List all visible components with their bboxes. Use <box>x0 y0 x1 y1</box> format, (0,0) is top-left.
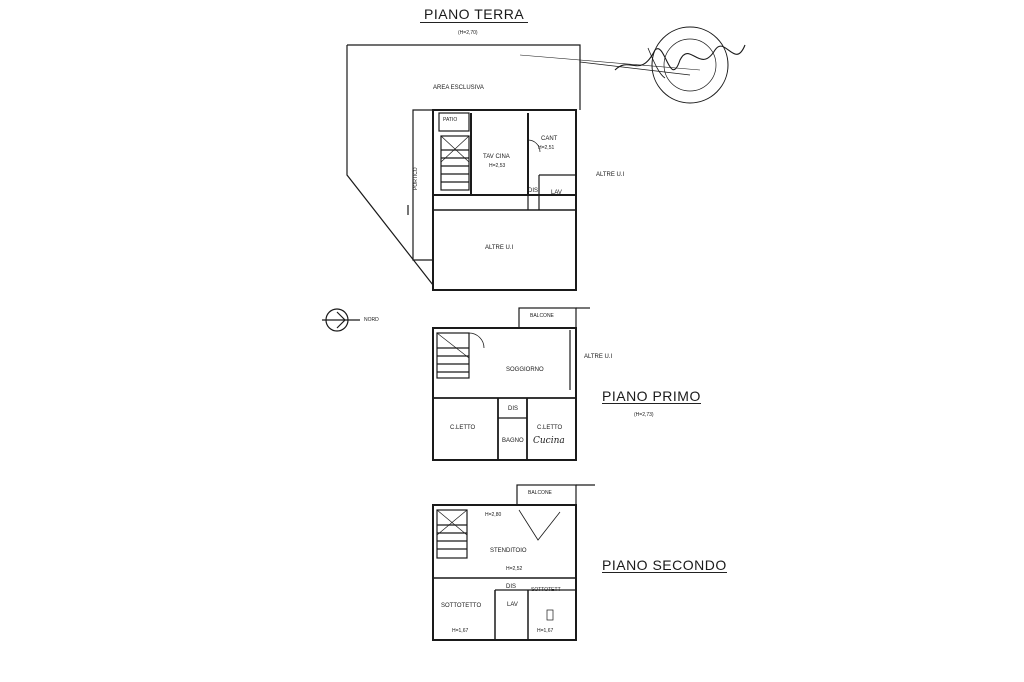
north-label: NORD <box>364 317 379 323</box>
handwritten-note: Cucina <box>533 436 565 446</box>
lav-label-ground: LAV <box>551 190 562 196</box>
first-floor-title: PIANO PRIMO <box>602 388 701 404</box>
balcone-label-first: BALCONE <box>530 313 554 319</box>
height-bottom-right: H=1,67 <box>537 628 554 634</box>
ground-floor-plan <box>346 44 701 291</box>
first-floor-height: (H=2,73) <box>634 412 654 418</box>
dis-label-ground: DIS <box>528 188 539 194</box>
cant-label: CANT <box>541 136 558 142</box>
balcone-label-second: BALCONE <box>528 490 552 496</box>
stenditoio-label: STENDITOIO <box>490 548 527 554</box>
first-floor-plan <box>432 307 590 461</box>
soggiorno-label: SOGGIORNO <box>506 367 544 373</box>
height-bottom-left: H=1,67 <box>452 628 469 634</box>
portico-label: PORTICO <box>413 167 419 190</box>
area-esclusiva-label: AREA ESCLUSIVA <box>433 85 484 91</box>
second-floor-plan <box>432 484 595 641</box>
north-arrow-icon <box>322 308 360 332</box>
patio-label: PATIO <box>443 117 458 123</box>
tav-cina-height: H=2,53 <box>489 163 506 169</box>
altre-ui-center-label: ALTRE U.I <box>485 245 514 251</box>
lav-label-second: LAV <box>507 602 518 608</box>
cant-height: H=2,51 <box>538 145 555 151</box>
second-top-height: H=2,80 <box>485 512 502 518</box>
tav-cina-label: TAV CINA <box>483 154 510 160</box>
c-letto-right-label: C.LETTO <box>537 425 563 431</box>
stamp-seal <box>614 26 746 104</box>
second-floor-title: PIANO SECONDO <box>602 557 727 573</box>
sottotetto-left-label: SOTTOTETTO <box>441 603 482 609</box>
sottotetto-right-label: SOTTOTETT <box>531 587 561 593</box>
stenditoio-height: H=2,52 <box>506 566 523 572</box>
altre-ui-right-label: ALTRE U.I <box>596 172 625 178</box>
bagno-label: BAGNO <box>502 438 524 444</box>
ground-floor-height: (H=2,70) <box>458 30 478 36</box>
altre-ui-first-label: ALTRE U.I <box>584 354 613 360</box>
ground-floor-title: PIANO TERRA <box>420 7 529 23</box>
dis-label-first: DIS <box>508 406 519 412</box>
dis-label-second: DIS <box>506 584 517 590</box>
c-letto-left-label: C.LETTO <box>450 425 476 431</box>
